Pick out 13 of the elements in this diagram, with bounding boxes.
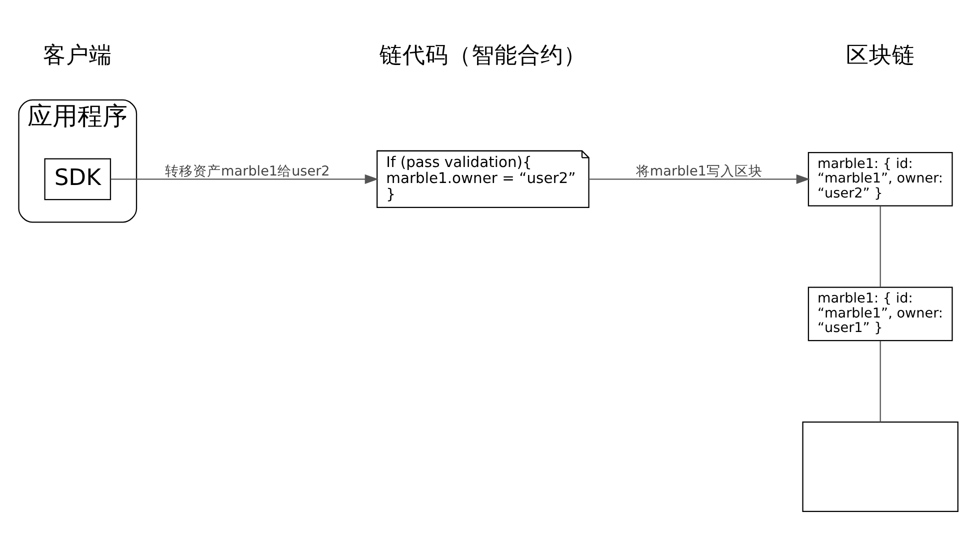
node-box: SDK: [44, 158, 112, 200]
edge-label: 将marble1写入区块: [636, 162, 762, 179]
connector: [880, 340, 881, 422]
edge-label: 转移资产marble1给user2: [165, 162, 330, 179]
node-box: marble1: { id: “marble1”, owner: “user2” }: [808, 152, 953, 206]
node-box: [802, 420, 958, 512]
label: 客户端: [43, 42, 112, 68]
label: 链代码（智能合约）: [379, 42, 586, 68]
arrow: [110, 174, 378, 184]
node-box: marble1: { id: “marble1”, owner: “user1” }: [808, 286, 953, 341]
arrow: [588, 174, 810, 184]
label: 区块链: [846, 42, 915, 68]
connector: [880, 206, 881, 287]
